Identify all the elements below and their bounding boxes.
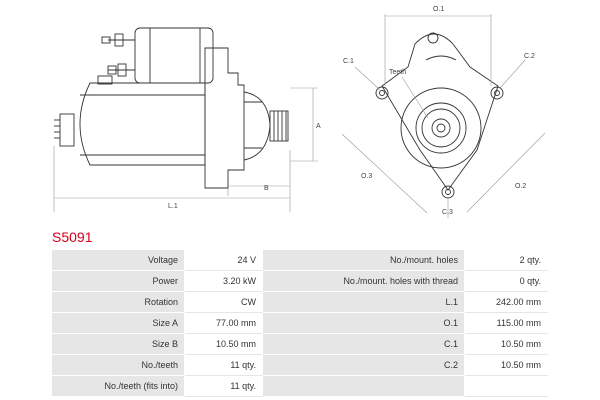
pinion	[269, 110, 289, 142]
mounting-flange	[381, 33, 499, 191]
technical-drawing: O.1 C.1 C.2 Teeth O.3 O.2 C.3 A B L.1	[53, 6, 546, 218]
spec-label	[262, 375, 465, 397]
label-b: B	[264, 185, 269, 192]
table-row: Size A 77.00 mm O.1 115.00 mm	[51, 312, 548, 334]
drive-housing	[204, 47, 245, 189]
product-code: S5091	[52, 229, 93, 245]
spec-label: Size A	[51, 312, 185, 334]
spec-label: Voltage	[51, 249, 185, 271]
spec-value: 3.20 kW	[184, 270, 263, 292]
label-o2: O.2	[515, 183, 526, 190]
table-row: Size B 10.50 mm C.1 10.50 mm	[51, 333, 548, 355]
spec-value: 115.00 mm	[464, 312, 548, 334]
spec-label: C.1	[262, 333, 465, 355]
label-c1: C.1	[343, 58, 354, 65]
label-a: A	[316, 123, 321, 130]
table-row: No./teeth 11 qty. C.2 10.50 mm	[51, 354, 548, 376]
front-view	[375, 32, 504, 199]
mount-hole-c1	[375, 86, 389, 100]
spec-value: CW	[184, 291, 263, 313]
spec-value: 10.50 mm	[184, 333, 263, 355]
housing-circle	[400, 87, 482, 169]
spec-value: 10.50 mm	[464, 333, 548, 355]
spec-label: C.2	[262, 354, 465, 376]
spec-value: 242.00 mm	[464, 291, 548, 313]
spec-value: 2 qty.	[464, 249, 548, 271]
mount-hole-top	[427, 32, 439, 44]
mount-hole-c2	[490, 86, 504, 100]
spec-label: No./teeth	[51, 354, 185, 376]
spec-label: No./mount. holes	[262, 249, 465, 271]
spec-label: O.1	[262, 312, 465, 334]
label-teeth: Teeth	[389, 69, 406, 76]
starter-motor-drawing: O.1 C.1 C.2 Teeth O.3 O.2 C.3 A B L.1	[53, 6, 546, 218]
table-row: Power 3.20 kW No./mount. holes with thre…	[51, 270, 548, 292]
side-view	[54, 27, 289, 189]
dimension-o3-line	[341, 133, 428, 214]
table-row: Rotation CW L.1 242.00 mm	[51, 291, 548, 313]
spec-value: 0 qty.	[464, 270, 548, 292]
spec-value: 24 V	[184, 249, 263, 271]
spec-value	[464, 375, 548, 397]
specs-table: Voltage 24 V No./mount. holes 2 qty. Pow…	[51, 249, 548, 397]
spec-value: 10.50 mm	[464, 354, 548, 376]
mount-hole-c3	[441, 185, 455, 199]
spec-label: Rotation	[51, 291, 185, 313]
spec-label: No./mount. holes with thread	[262, 270, 465, 292]
end-cap	[59, 113, 75, 147]
label-o3: O.3	[361, 173, 372, 180]
dimension-o2-line	[466, 132, 546, 213]
table-row: Voltage 24 V No./mount. holes 2 qty.	[51, 249, 548, 271]
spec-label: No./teeth (fits into)	[51, 375, 185, 397]
spec-label: L.1	[262, 291, 465, 313]
table-row: No./teeth (fits into) 11 qty.	[51, 375, 548, 397]
solenoid-body	[134, 27, 214, 84]
spec-label: Size B	[51, 333, 185, 355]
spec-label: Power	[51, 270, 185, 292]
label-l1: L.1	[168, 203, 178, 210]
label-c2: C.2	[524, 53, 535, 60]
spec-value: 11 qty.	[184, 375, 263, 397]
label-o1: O.1	[433, 6, 444, 13]
spec-value: 77.00 mm	[184, 312, 263, 334]
pinion-gear-front	[431, 118, 451, 138]
label-c3: C.3	[442, 209, 453, 216]
spec-value: 11 qty.	[184, 354, 263, 376]
